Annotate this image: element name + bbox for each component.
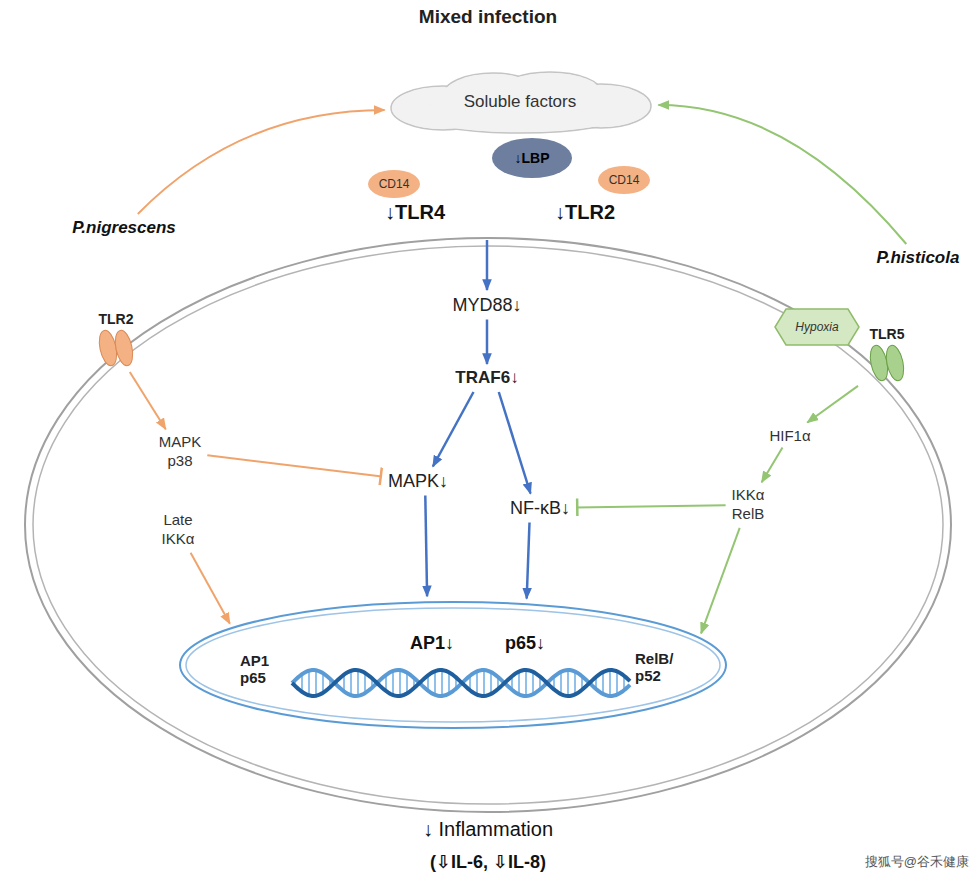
signal-text: P.nigrescens xyxy=(72,218,176,238)
receptor: TLR2 xyxy=(88,310,144,368)
nucleus-text: p65↓ xyxy=(505,633,545,654)
node-text: CD14 xyxy=(379,177,410,191)
signal-label: MAPK p38 xyxy=(157,433,204,471)
signal-arrow xyxy=(486,320,489,365)
receptor: TLR5 xyxy=(862,325,912,383)
signal-arrow xyxy=(425,496,427,597)
signal-text: IKKα RelB xyxy=(732,486,765,524)
signal-text: P.histicola xyxy=(877,248,960,268)
node-text: Hypoxia xyxy=(795,320,838,334)
protein-ellipse: ↓LBP xyxy=(492,138,572,178)
nucleus-text: AP1↓ xyxy=(410,633,454,654)
signal-arrow xyxy=(527,523,530,599)
soluble-factors-cloud: Soluble factors xyxy=(385,70,655,134)
watermark: 搜狐号@谷禾健康 xyxy=(865,853,969,871)
signal-arrow xyxy=(659,105,907,244)
signal-text: NF-κB↓ xyxy=(510,498,570,519)
cell-membrane-inner xyxy=(33,246,943,804)
signal-text: MAPK p38 xyxy=(159,433,202,471)
signal-text: HIF1α xyxy=(769,427,810,444)
protein-ellipse: CD14 xyxy=(368,170,420,198)
node-text: ↓LBP xyxy=(515,150,550,166)
outcome-label: ↓ Inflammation xyxy=(423,818,553,841)
receptor-symbol xyxy=(88,328,144,368)
cytokine-label: (⇩IL-6, ⇩IL-8) xyxy=(430,851,546,873)
signal-text: MAPK↓ xyxy=(388,471,448,492)
receptor-symbol xyxy=(862,343,912,383)
signal-label: MAPK↓ xyxy=(386,471,450,492)
hypoxia-hexagon: Hypoxia xyxy=(774,308,860,346)
receptor-label: ↓TLR2 xyxy=(555,201,615,224)
diagram-title: Mixed infection xyxy=(419,6,557,28)
signal-label: MYD88↓ xyxy=(450,295,523,316)
signal-label: NF-κB↓ xyxy=(508,498,572,519)
protein-ellipse: CD14 xyxy=(598,166,650,194)
signal-arrow xyxy=(130,372,166,429)
receptor-label: ↓TLR4 xyxy=(385,201,445,224)
signal-label: P.histicola xyxy=(875,248,962,268)
signal-arrow xyxy=(701,528,740,634)
node-text: Soluble factors xyxy=(464,92,576,112)
signal-arrow xyxy=(762,448,783,483)
node-text: CD14 xyxy=(609,173,640,187)
nucleus-text: RelB/ p52 xyxy=(635,650,673,684)
inhibition-line xyxy=(207,455,382,476)
signal-text: Late IKKα xyxy=(162,511,195,549)
signal-text: TRAF6↓ xyxy=(455,368,518,388)
inhibition-line xyxy=(576,505,726,507)
cell-membrane-outer xyxy=(25,238,951,812)
nucleus-text: AP1 p65 xyxy=(240,652,269,686)
nuclear-envelope-outer xyxy=(180,602,726,728)
signal-text: MYD88↓ xyxy=(452,295,521,316)
signal-arrow xyxy=(433,392,474,467)
receptor-name: TLR5 xyxy=(870,325,905,343)
signal-arrow xyxy=(499,392,531,494)
dna-helix xyxy=(292,670,630,696)
receptor-signal-arrow xyxy=(486,240,489,290)
signal-label: Late IKKα xyxy=(160,511,197,549)
signal-arrow xyxy=(807,386,858,423)
nuclear-envelope-inner xyxy=(186,608,720,722)
signal-arrow xyxy=(191,553,230,624)
signal-label: HIF1α xyxy=(767,427,812,444)
nucleus: AP1↓ p65↓ AP1 p65 RelB/ p52 xyxy=(178,600,728,730)
signal-label: TRAF6↓ xyxy=(453,368,520,388)
signal-arrow xyxy=(138,110,385,214)
signal-label: IKKα RelB xyxy=(730,486,767,524)
receptor-name: TLR2 xyxy=(99,310,134,328)
signal-label: P.nigrescens xyxy=(70,218,178,238)
